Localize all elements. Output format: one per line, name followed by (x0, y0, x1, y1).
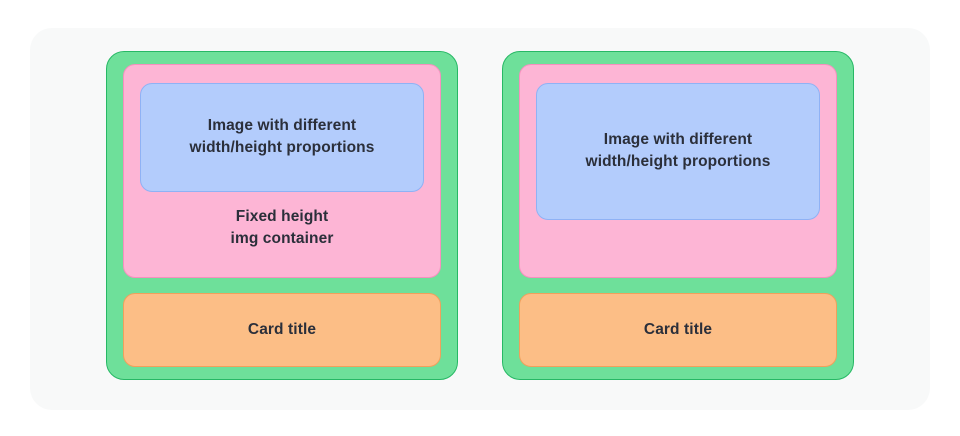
card-title: Card title (519, 292, 837, 367)
cards-panel: Image with different width/height propor… (30, 28, 930, 410)
card-image: Image with different width/height propor… (536, 82, 820, 220)
card-image-label: Image with different width/height propor… (580, 129, 777, 174)
card[interactable]: Image with different width/height propor… (106, 51, 458, 380)
img-container-caption: Fixed height img container (140, 192, 424, 265)
cards-row: Image with different width/height propor… (30, 28, 930, 410)
fixed-height-img-container: Image with different width/height propor… (123, 63, 441, 278)
card-title: Card title (123, 292, 441, 367)
img-container-caption-line2: img container (230, 230, 334, 247)
card-image: Image with different width/height propor… (140, 82, 424, 192)
img-container-caption-line1: Fixed height (235, 207, 329, 225)
card-image-label-line2: width/height proportions (585, 153, 771, 171)
card-image-label-line2: width/height proportions (189, 139, 375, 156)
card-image-label-line1: Image with different (207, 116, 357, 134)
fixed-height-img-container: Image with different width/height propor… (519, 63, 837, 278)
card[interactable]: Image with different width/height propor… (502, 51, 854, 380)
card-image-label-line1: Image with different (603, 130, 753, 148)
card-image-label: Image with different width/height propor… (184, 115, 381, 160)
